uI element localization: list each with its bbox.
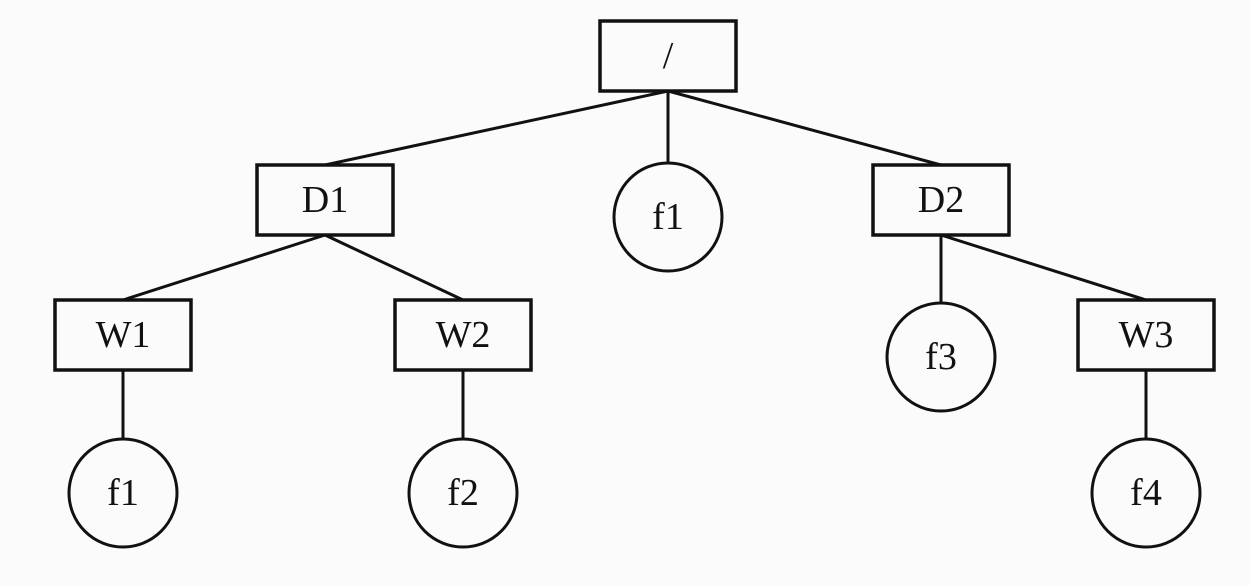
node-label: W2 <box>436 314 491 356</box>
directory-node-D1: D1 <box>255 163 395 237</box>
node-label: f4 <box>1130 472 1162 514</box>
file-node-f1a: f1 <box>612 161 724 273</box>
directory-node-W3: W3 <box>1076 298 1216 372</box>
directory-node-root: / <box>598 19 738 93</box>
node-label: W3 <box>1119 314 1174 356</box>
directory-node-D2: D2 <box>871 163 1011 237</box>
edges <box>121 89 1148 439</box>
file-node-f3: f3 <box>885 301 997 413</box>
edge-D1-W1 <box>122 233 326 302</box>
edge-D1-W2 <box>324 233 464 302</box>
node-label: f1 <box>107 472 139 514</box>
edge-root-D2 <box>667 89 942 167</box>
node-circle <box>1090 437 1202 549</box>
node-circle <box>612 161 724 273</box>
node-circle <box>67 437 179 549</box>
edge-D2-W3 <box>940 233 1147 302</box>
node-circle <box>407 437 519 549</box>
file-node-f1b: f1 <box>67 437 179 549</box>
directory-node-W2: W2 <box>393 298 533 372</box>
file-node-f4: f4 <box>1090 437 1202 549</box>
node-box <box>1076 298 1216 372</box>
node-label: D1 <box>302 179 348 221</box>
directory-node-W1: W1 <box>53 298 193 372</box>
node-label: f1 <box>652 196 684 238</box>
node-label: f3 <box>925 336 957 378</box>
node-circle <box>885 301 997 413</box>
node-box <box>53 298 193 372</box>
node-label: f2 <box>447 472 479 514</box>
node-box <box>393 298 533 372</box>
node-box <box>871 163 1011 237</box>
node-label: / <box>663 35 674 77</box>
edge-root-D1 <box>324 89 669 167</box>
file-node-f2: f2 <box>407 437 519 549</box>
node-box <box>255 163 395 237</box>
node-label: D2 <box>918 179 964 221</box>
node-label: W1 <box>96 314 151 356</box>
node-box <box>598 19 738 93</box>
